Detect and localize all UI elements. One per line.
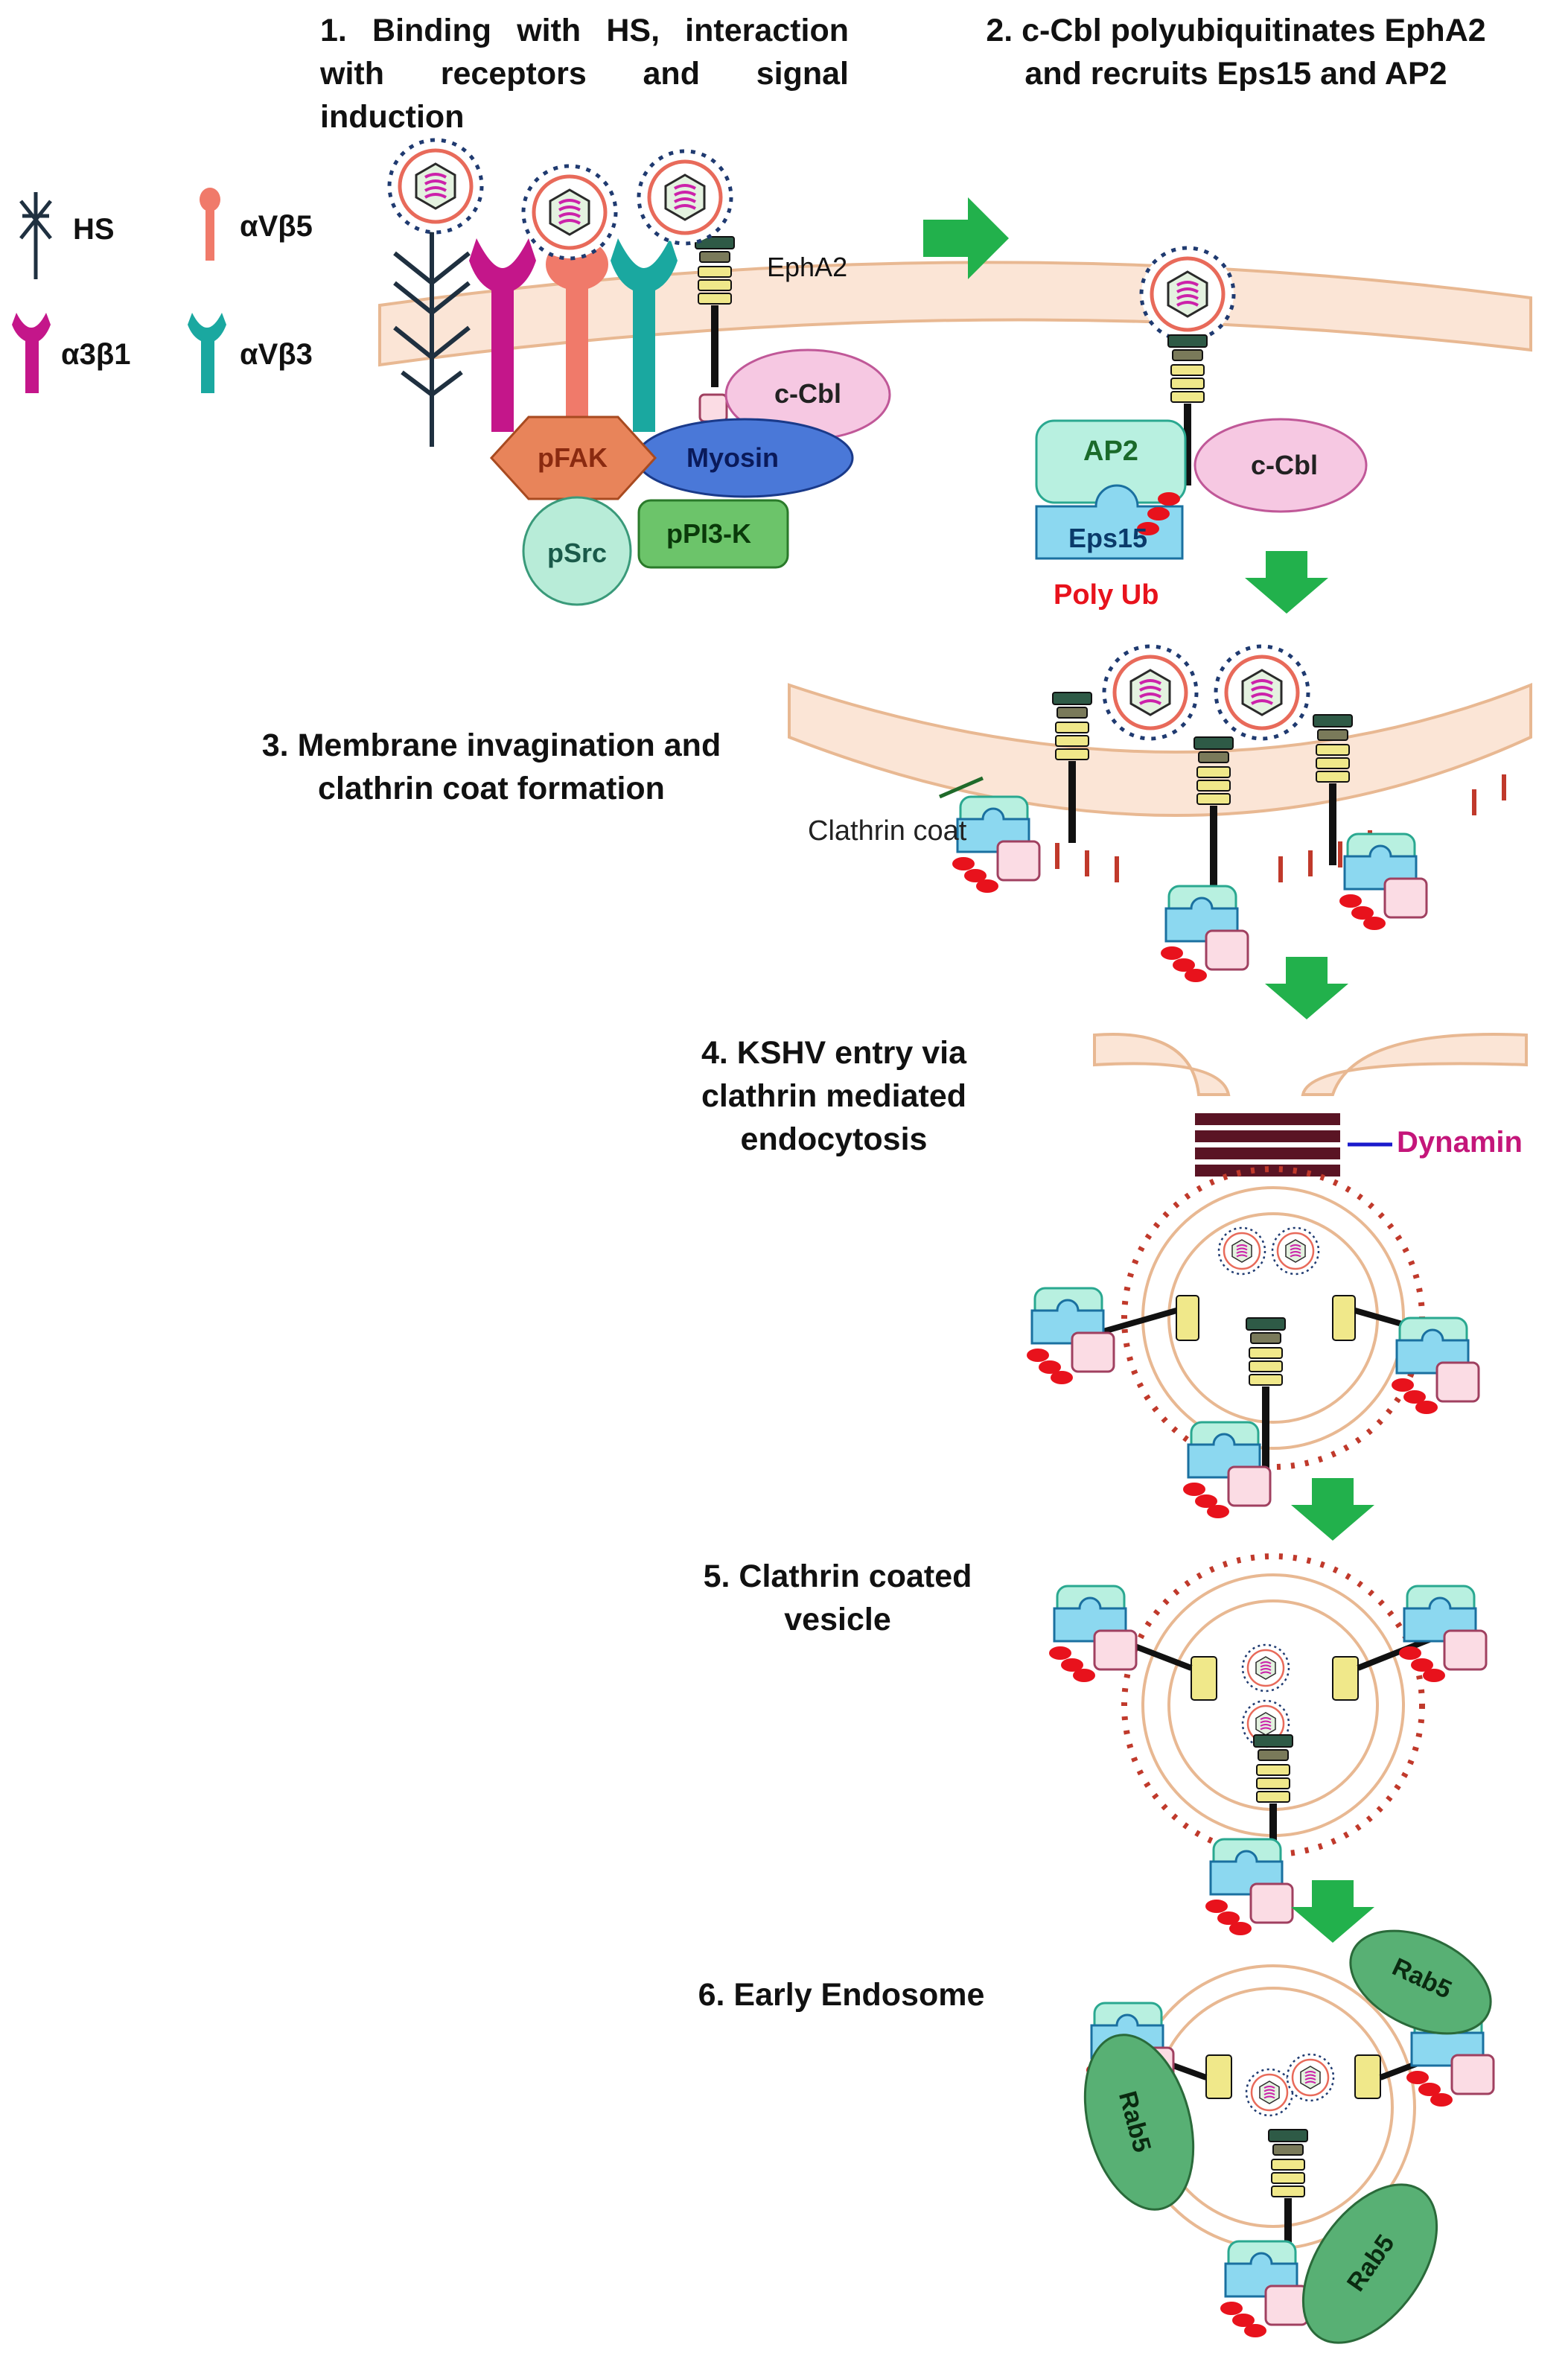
ap2-label: AP2 — [1083, 436, 1138, 467]
eps15-protein — [1035, 484, 1184, 560]
step-3-line-2: clathrin coat formation — [318, 771, 665, 806]
clathrin-coat-label: Clathrin coat — [808, 815, 967, 847]
epha2-label: EphA2 — [767, 252, 848, 282]
ap2-eps15-complex — [1398, 1585, 1488, 1684]
step-5-line-2: vesicle — [784, 1602, 891, 1637]
ap2-eps15-complex — [1025, 1287, 1115, 1386]
step-3-label: 3. Membrane invagination and clathrin co… — [216, 724, 767, 810]
step-6-label: 6. Early Endosome — [698, 1977, 985, 2013]
legend-avb3: αVβ3 — [240, 338, 313, 371]
step-3-line-1: 3. Membrane invagination and — [261, 728, 721, 763]
ap2-eps15-complex — [1159, 885, 1249, 984]
virus-particle — [1245, 2068, 1294, 2117]
step-2-line-1: 2. c-Cbl polyubiquitinates EphA2 — [986, 13, 1486, 48]
myosin-label: Myosin — [686, 442, 780, 473]
virus-particle — [389, 140, 482, 232]
psrc-protein — [522, 496, 632, 606]
ap2-eps15-complex — [1182, 1421, 1272, 1520]
a3b1-receptor — [469, 238, 536, 432]
step-5-line-1: 5. Clathrin coated — [703, 1559, 972, 1594]
psrc-label: pSrc — [547, 538, 608, 568]
rab5-protein — [1083, 2034, 1195, 2211]
step-2-label: 2. c-Cbl polyubiquitinates EphA2 and rec… — [934, 9, 1537, 95]
cell-membrane — [378, 261, 1532, 367]
virus-particle — [523, 166, 616, 258]
ppi3k-label: pPI3-K — [666, 518, 752, 549]
ap2-eps15-complex — [1048, 1585, 1138, 1684]
ppi3k-protein — [637, 499, 789, 569]
step-4-line-3: endocytosis — [740, 1121, 928, 1157]
arrow-down — [1245, 551, 1328, 614]
step-2-line-2: and recruits Eps15 and AP2 — [1024, 56, 1447, 92]
eps15-label: Eps15 — [1068, 523, 1148, 553]
pfak-protein — [489, 416, 657, 500]
clathrin-coat — [1121, 1553, 1425, 1857]
legend-hs: HS — [73, 213, 115, 246]
virus-particle — [1141, 248, 1234, 340]
ccbl-label-2: c-Cbl — [1251, 450, 1318, 480]
rab5-protein — [1349, 1929, 1492, 2035]
virus-particle — [1271, 1226, 1320, 1276]
ap2-eps15-complex — [1390, 1317, 1480, 1416]
ccbl-protein — [1193, 418, 1368, 513]
membrane-neck — [1093, 1033, 1528, 1096]
ap2-eps15-complex — [1338, 832, 1428, 932]
ap2-eps15-complex — [1219, 2240, 1309, 2339]
pfak-label: pFAK — [538, 442, 608, 473]
step-4-line-2: clathrin mediated — [701, 1078, 967, 1114]
arrow-right — [923, 197, 1009, 279]
a3b1-legend-icon — [12, 313, 51, 393]
arrow-down — [1265, 957, 1348, 1019]
ccbl-label-1: c-Cbl — [774, 378, 841, 409]
step-4-line-1: 4. KSHV entry via — [701, 1035, 967, 1071]
dynamin-rings — [1195, 1113, 1340, 1177]
arrow-down — [1291, 1880, 1374, 1943]
polyub-label: Poly Ub — [1054, 579, 1159, 611]
legend-a3b1: α3β1 — [61, 338, 131, 371]
avb3-receptor — [611, 238, 678, 432]
rab5-protein — [1301, 2183, 1438, 2344]
dynamin-label: Dynamin — [1397, 1126, 1523, 1159]
legend-avb5: αVβ5 — [240, 210, 313, 243]
hs-legend-icon — [19, 192, 52, 279]
avb5-legend-icon — [200, 188, 220, 261]
virus-particle — [1241, 1643, 1290, 1693]
hs-receptor — [393, 208, 471, 447]
virus-particle — [1216, 646, 1308, 739]
step-1-label: 1. Binding with HS, interaction with rec… — [320, 13, 849, 135]
arrow-down — [1291, 1478, 1374, 1541]
virus-particle — [639, 151, 731, 243]
avb3-legend-icon — [188, 313, 226, 393]
step-4-label: 4. KSHV entry via clathrin mediated endo… — [670, 1031, 998, 1161]
virus-particle — [1217, 1226, 1266, 1276]
ap2-eps15-complex — [1204, 1838, 1294, 1937]
virus-particle — [1104, 646, 1196, 739]
virus-particle — [1286, 2053, 1335, 2102]
step-5-label: 5. Clathrin coated vesicle — [663, 1555, 1013, 1641]
